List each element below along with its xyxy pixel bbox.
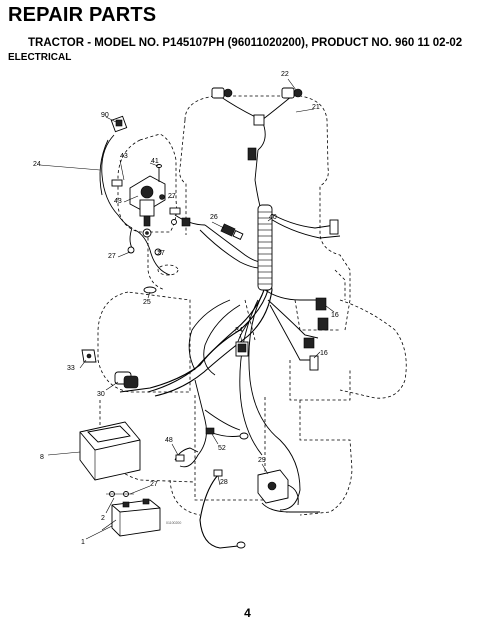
- callout-27d: 27: [157, 250, 165, 257]
- callout-25: 25: [143, 299, 151, 306]
- callout-24: 24: [33, 161, 41, 168]
- callout-29: 29: [258, 457, 266, 464]
- callout-41: 41: [151, 158, 159, 165]
- model-subtitle: TRACTOR - MODEL NO. P145107PH (960110202…: [28, 37, 463, 49]
- wire-harness: [119, 119, 341, 511]
- callout-28: 28: [220, 479, 228, 486]
- callout-8: 8: [40, 454, 44, 461]
- callout-43b: 43: [114, 198, 122, 205]
- section-label: ELECTRICAL: [8, 52, 72, 63]
- headlights: [211, 87, 303, 161]
- callout-43a: 43: [120, 153, 128, 160]
- switches-right: [220, 219, 339, 371]
- callout-27c: 27: [108, 253, 116, 260]
- rear-connectors: [81, 349, 139, 389]
- callout-52: 52: [218, 445, 226, 452]
- callout-2: 2: [101, 515, 105, 522]
- callout-22: 22: [281, 71, 289, 78]
- ignition-assembly: [99, 115, 191, 276]
- solenoid: [174, 427, 320, 513]
- leader-lines: [39, 78, 335, 540]
- callout-27b: 27: [168, 193, 176, 200]
- callout-40: 40: [269, 214, 277, 221]
- callout-27a: 27: [150, 481, 158, 488]
- callout-30: 30: [97, 391, 105, 398]
- drawing-id: 01100200: [166, 521, 181, 525]
- callout-16b: 16: [320, 350, 328, 357]
- callout-labels: 1 2 8 16 16 21 22 24 25 26 27 27 27 27 2…: [33, 71, 339, 546]
- battery: [106, 491, 161, 537]
- callout-90: 90: [101, 112, 109, 119]
- battery-box: [79, 421, 141, 481]
- ground-wire: [143, 264, 179, 294]
- callout-21: 21: [312, 104, 320, 111]
- callout-34: 34: [235, 327, 243, 334]
- callout-48: 48: [165, 437, 173, 444]
- callout-1: 1: [81, 539, 85, 546]
- page-number: 4: [244, 606, 251, 620]
- callout-16a: 16: [331, 312, 339, 319]
- page-title: REPAIR PARTS: [8, 4, 157, 26]
- callout-33: 33: [67, 365, 75, 372]
- harness-conduit: [257, 204, 273, 291]
- callout-26: 26: [210, 214, 218, 221]
- battery-cable: [199, 469, 246, 549]
